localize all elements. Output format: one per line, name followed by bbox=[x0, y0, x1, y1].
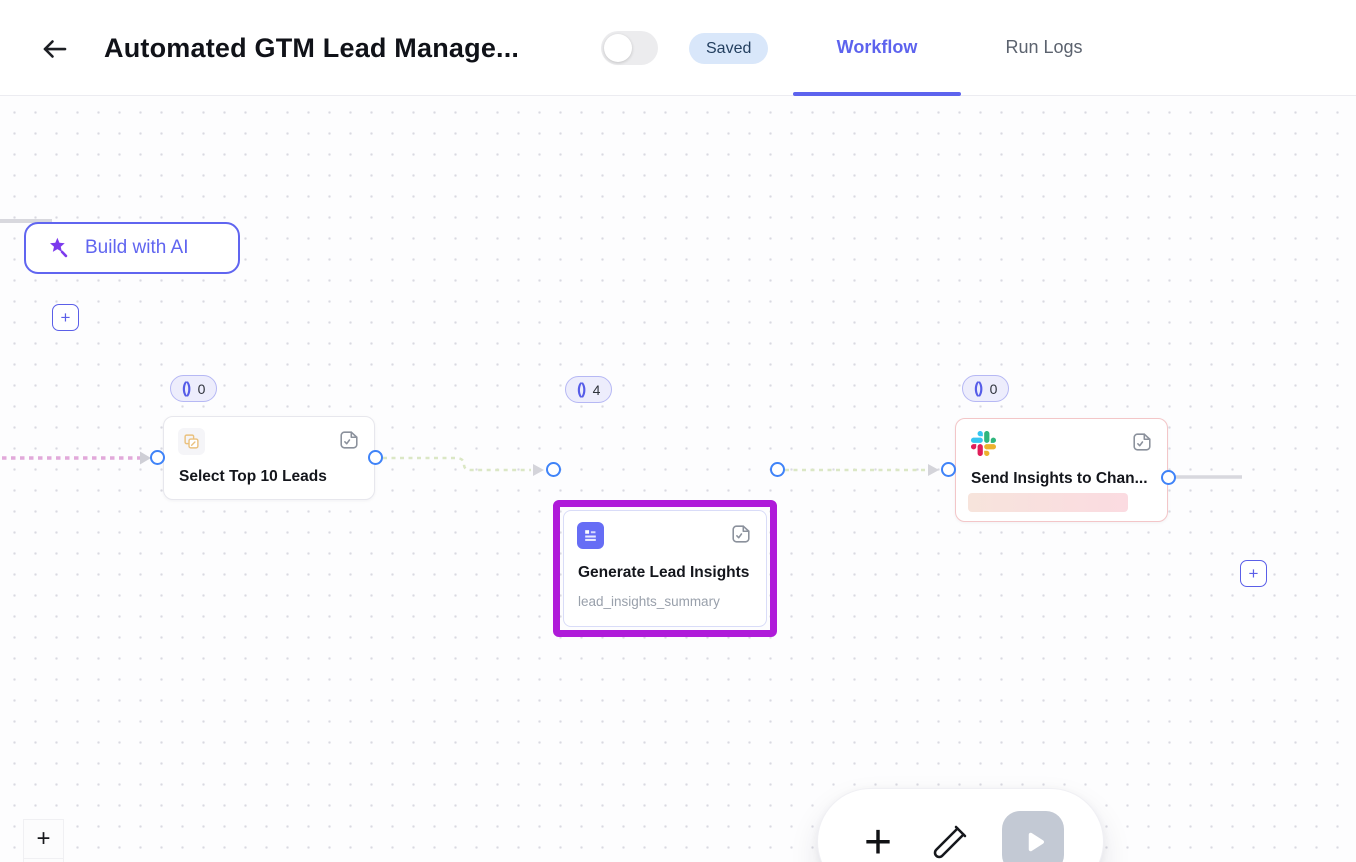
edge-green-2-arrow bbox=[928, 464, 939, 476]
summary-document-icon bbox=[577, 522, 604, 549]
output-handle[interactable] bbox=[770, 462, 785, 477]
node-title: Send Insights to Chan... bbox=[971, 470, 1148, 487]
output-handle[interactable] bbox=[368, 450, 383, 465]
build-with-ai-button[interactable]: Build with AI bbox=[24, 222, 240, 274]
node-subtitle: lead_insights_summary bbox=[578, 594, 720, 609]
node-send-insights-to-channel[interactable]: Send Insights to Chan... bbox=[955, 418, 1168, 522]
zoom-in-button[interactable]: + bbox=[23, 819, 64, 859]
parentheses-icon: () bbox=[577, 380, 586, 398]
bottom-toolbar: + bbox=[817, 788, 1104, 862]
node-title: Select Top 10 Leads bbox=[179, 468, 327, 485]
output-handle[interactable] bbox=[1161, 470, 1176, 485]
test-tube-icon bbox=[933, 825, 967, 858]
copy-icon bbox=[178, 428, 205, 455]
tab-run-logs[interactable]: Run Logs bbox=[966, 0, 1122, 95]
zoom-controls: + − bbox=[23, 819, 64, 862]
slack-icon bbox=[970, 430, 997, 457]
edge-green-1 bbox=[383, 456, 531, 472]
page-title[interactable]: Automated GTM Lead Manage... bbox=[104, 33, 520, 63]
node-selection-outline: Generate Lead Insights lead_insights_sum… bbox=[553, 500, 777, 637]
error-field-bar bbox=[968, 493, 1128, 512]
file-check-icon[interactable] bbox=[338, 429, 360, 454]
add-node-button-left[interactable]: + bbox=[52, 304, 79, 331]
app-header: Automated GTM Lead Manage... Saved Workf… bbox=[0, 0, 1356, 96]
node-select-top-10-leads[interactable]: Select Top 10 Leads bbox=[163, 416, 375, 500]
input-handle[interactable] bbox=[546, 462, 561, 477]
file-check-icon[interactable] bbox=[1131, 431, 1153, 456]
node-generate-lead-insights[interactable]: Generate Lead Insights lead_insights_sum… bbox=[563, 510, 767, 627]
saved-status-badge: Saved bbox=[689, 33, 769, 64]
parentheses-icon: () bbox=[974, 379, 983, 397]
run-workflow-button[interactable] bbox=[1002, 811, 1064, 862]
active-tab-underline bbox=[793, 92, 961, 96]
badge-count: 4 bbox=[592, 381, 601, 398]
zoom-out-button[interactable]: − bbox=[23, 858, 64, 862]
badge-count: 0 bbox=[197, 380, 206, 397]
edge-green-1-arrow bbox=[533, 464, 544, 476]
arrow-left-icon bbox=[43, 40, 67, 58]
badge-count: 0 bbox=[989, 380, 998, 397]
test-run-button[interactable] bbox=[930, 823, 970, 862]
add-node-button-right[interactable]: + bbox=[1240, 560, 1267, 587]
tab-workflow[interactable]: Workflow bbox=[793, 0, 961, 95]
workflow-enable-toggle[interactable] bbox=[601, 31, 658, 65]
credit-badge: () 4 bbox=[565, 376, 613, 403]
parentheses-icon: () bbox=[182, 379, 191, 397]
credit-badge: () 0 bbox=[170, 375, 218, 402]
credit-badge: () 0 bbox=[962, 375, 1010, 402]
back-button[interactable] bbox=[38, 32, 72, 66]
toggle-knob bbox=[604, 34, 632, 62]
file-check-icon[interactable] bbox=[730, 523, 752, 548]
build-with-ai-label: Build with AI bbox=[85, 237, 189, 258]
workflow-canvas[interactable]: Build with AI + + () 0 () 4 () 0 bbox=[0, 96, 1356, 862]
input-handle[interactable] bbox=[941, 462, 956, 477]
add-step-button[interactable]: + bbox=[854, 789, 902, 862]
play-icon bbox=[1028, 832, 1045, 852]
magic-star-icon bbox=[50, 237, 68, 258]
input-handle[interactable] bbox=[150, 450, 165, 465]
node-title: Generate Lead Insights bbox=[578, 564, 750, 581]
